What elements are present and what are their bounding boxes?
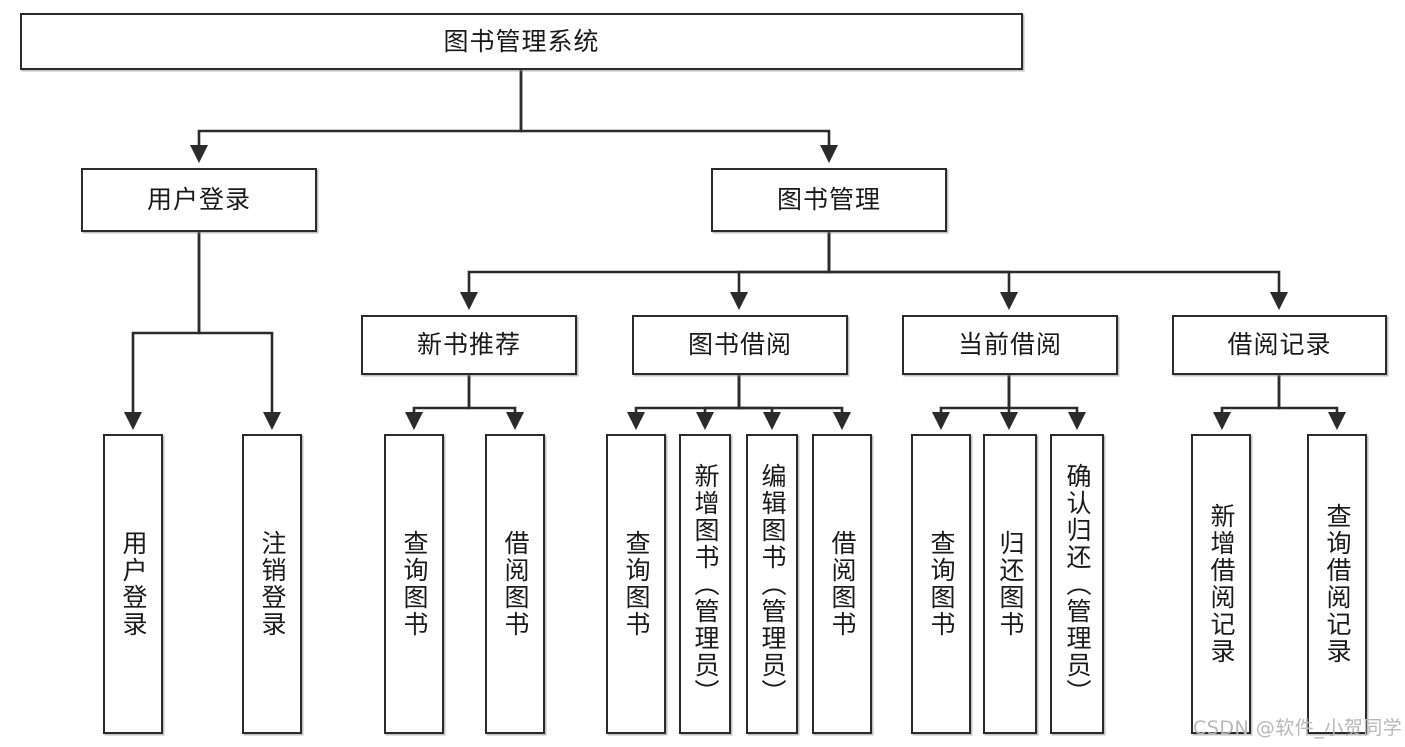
- node-root-system-label: 图书管理系统: [443, 26, 600, 56]
- node-leaf-return-book-label: 归还图书: [996, 530, 1025, 638]
- edge-current-to-query: [931, 375, 1011, 431]
- edge-recommend-to-query: [404, 375, 471, 431]
- node-leaf-edit-book-admin-label: 编辑图书（管理员）: [758, 462, 787, 706]
- node-leaf-logout[interactable]: 注销登录: [242, 434, 302, 734]
- node-leaf-logout-label: 注销登录: [258, 530, 287, 638]
- csdn-watermark: CSDN @软件_小贺同学: [1193, 717, 1403, 739]
- node-borrow-record[interactable]: 借阅记录: [1172, 315, 1387, 375]
- node-leaf-confirm-return-admin-label: 确认归还（管理员）: [1063, 462, 1092, 706]
- node-leaf-query-borrow-record-label: 查询借阅记录: [1323, 503, 1352, 665]
- edge-login-to-logout: [197, 232, 282, 431]
- node-leaf-current-query-book-label: 查询图书: [927, 530, 956, 638]
- node-leaf-add-borrow-record-label: 新增借阅记录: [1207, 503, 1236, 665]
- node-leaf-lend-book[interactable]: 借阅图书: [812, 434, 872, 734]
- node-leaf-current-query-book[interactable]: 查询图书: [911, 434, 971, 734]
- edge-root-to-book-manage: [519, 70, 839, 164]
- node-leaf-query-borrow-record[interactable]: 查询借阅记录: [1307, 434, 1367, 734]
- node-book-borrow[interactable]: 图书借阅: [632, 315, 848, 375]
- edge-bookborrow-to-lend: [737, 375, 852, 431]
- edge-current-to-confirm: [1007, 375, 1087, 431]
- node-leaf-recommend-borrow-book-label: 借阅图书: [501, 530, 530, 638]
- node-leaf-add-book-admin-label: 新增图书（管理员）: [691, 462, 720, 706]
- node-leaf-add-book-admin[interactable]: 新增图书（管理员）: [679, 434, 731, 734]
- node-book-management[interactable]: 图书管理: [711, 168, 947, 232]
- node-root-system[interactable]: 图书管理系统: [20, 13, 1023, 70]
- node-leaf-lend-book-label: 借阅图书: [828, 530, 857, 638]
- edge-root-to-user-login: [189, 70, 523, 164]
- node-leaf-return-book[interactable]: 归还图书: [983, 434, 1037, 734]
- node-borrow-record-label: 借阅记录: [1227, 330, 1332, 360]
- edge-manage-to-borrow: [729, 232, 831, 311]
- edge-record-to-add: [1212, 375, 1281, 431]
- node-current-borrow[interactable]: 当前借阅: [902, 315, 1118, 375]
- edge-login-to-user-login: [123, 232, 201, 431]
- edge-bookborrow-to-add: [695, 375, 741, 431]
- edge-manage-to-new-book: [459, 232, 831, 311]
- edge-bookborrow-to-query: [626, 375, 741, 431]
- node-leaf-edit-book-admin[interactable]: 编辑图书（管理员）: [746, 434, 798, 734]
- edge-manage-to-current: [827, 232, 1019, 311]
- node-book-management-label: 图书管理: [776, 185, 881, 215]
- edge-record-to-query: [1277, 375, 1347, 431]
- node-leaf-confirm-return-admin[interactable]: 确认归还（管理员）: [1050, 434, 1104, 734]
- node-current-borrow-label: 当前借阅: [957, 330, 1062, 360]
- edge-recommend-to-borrow: [467, 375, 525, 431]
- node-leaf-user-login-label: 用户登录: [119, 530, 148, 638]
- node-leaf-recommend-query-book[interactable]: 查询图书: [384, 434, 444, 734]
- node-leaf-borrow-query-book-label: 查询图书: [622, 530, 651, 638]
- edge-manage-to-record: [827, 232, 1289, 311]
- node-new-book-recommend-label: 新书推荐: [416, 330, 521, 360]
- node-new-book-recommend[interactable]: 新书推荐: [361, 315, 577, 375]
- node-user-login-label: 用户登录: [146, 185, 251, 215]
- node-leaf-borrow-query-book[interactable]: 查询图书: [606, 434, 666, 734]
- node-leaf-add-borrow-record[interactable]: 新增借阅记录: [1191, 434, 1251, 734]
- node-user-login[interactable]: 用户登录: [81, 168, 317, 232]
- node-book-borrow-label: 图书借阅: [687, 330, 792, 360]
- node-leaf-user-login[interactable]: 用户登录: [103, 434, 163, 734]
- edge-bookborrow-to-edit: [737, 375, 782, 431]
- node-leaf-recommend-query-book-label: 查询图书: [400, 530, 429, 638]
- node-leaf-recommend-borrow-book[interactable]: 借阅图书: [485, 434, 545, 734]
